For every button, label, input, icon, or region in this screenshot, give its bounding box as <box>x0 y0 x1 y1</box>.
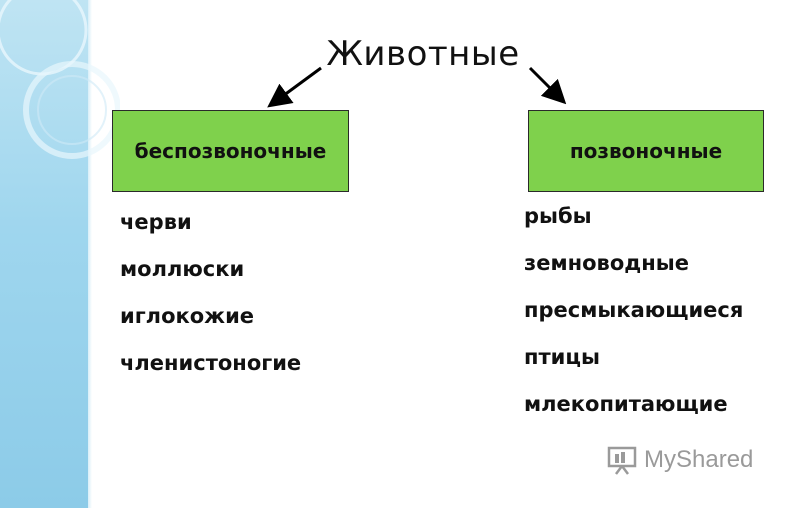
invertebrates-box: беспозвоночные <box>112 110 349 192</box>
vertebrates-box: позвоночные <box>528 110 764 192</box>
side-band-edge <box>88 0 92 508</box>
presentation-board-icon <box>607 446 637 475</box>
watermark: MyShared <box>606 444 753 476</box>
list-item: птицы <box>524 345 600 369</box>
list-item: млекопитающие <box>524 392 728 416</box>
arrow-to-vertebrates <box>528 66 567 105</box>
list-item: членистоногие <box>120 351 302 375</box>
decorative-side-band <box>0 0 88 508</box>
watermark-text: MyShared <box>644 446 754 473</box>
list-item: иглокожие <box>120 304 255 328</box>
list-item: черви <box>120 210 192 234</box>
invertebrates-list: черви моллюски иглокожие членистоногие <box>120 209 301 397</box>
list-item: земноводные <box>524 251 689 275</box>
arrow-to-invertebrates <box>267 66 322 108</box>
list-item: рыбы <box>524 204 592 228</box>
list-item: пресмыкающиеся <box>524 298 744 322</box>
diagram-title: Животные <box>326 34 520 74</box>
vertebrates-label: позвоночные <box>569 139 723 163</box>
invertebrates-label: беспозвоночные <box>134 139 327 163</box>
vertebrates-list: рыбы земноводные пресмыкающиеся птицы мл… <box>524 203 743 438</box>
list-item: моллюски <box>120 257 245 281</box>
